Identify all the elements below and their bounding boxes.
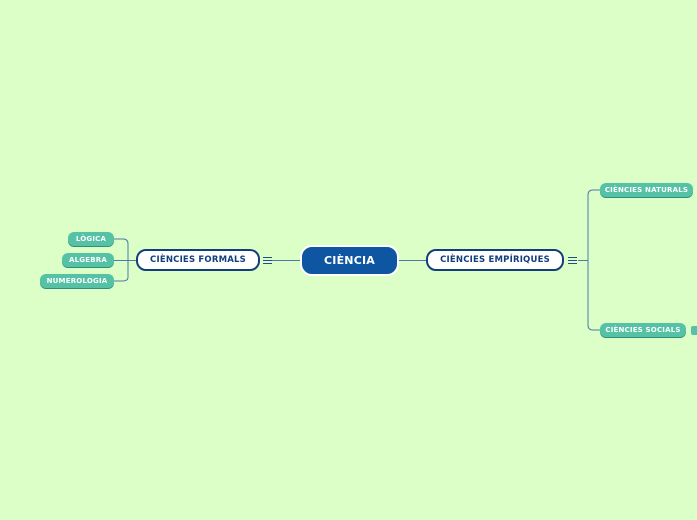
subtopic-label: CIÈNCIES SOCIALS: [605, 326, 681, 334]
topic-label: CIÈNCIES EMPÍRIQUES: [440, 255, 550, 265]
subtopic-ciencies-socials[interactable]: CIÈNCIES SOCIALS: [600, 323, 686, 337]
subtopic-label: ALGEBRA: [69, 256, 107, 264]
collapse-lines-icon[interactable]: [568, 256, 577, 265]
subtopic-ciencies-naturals[interactable]: CIÈNCIES NATURALS: [600, 183, 693, 197]
subtopic-algebra[interactable]: ALGEBRA: [62, 253, 114, 267]
subtopic-label: CIÈNCIES NATURALS: [604, 186, 689, 194]
subtopic-numerologia[interactable]: NUMEROLOGIA: [40, 274, 114, 288]
subtopic-label: LÒGICA: [75, 235, 107, 243]
link-formals-children: [114, 238, 136, 282]
offscreen-collapse-icon[interactable]: [691, 326, 697, 335]
topic-label: CIÈNCIES FORMALS: [150, 255, 246, 265]
central-topic[interactable]: CIÈNCIA: [300, 245, 399, 276]
link-empiriques-children: [578, 189, 600, 331]
subtopic-label: NUMEROLOGIA: [46, 277, 108, 285]
topic-ciencies-empiriques[interactable]: CIÈNCIES EMPÍRIQUES: [426, 249, 564, 271]
central-topic-label: CIÈNCIA: [324, 254, 375, 267]
subtopic-logica[interactable]: LÒGICA: [68, 232, 114, 246]
collapse-lines-icon[interactable]: [263, 256, 272, 265]
topic-ciencies-formals[interactable]: CIÈNCIES FORMALS: [136, 249, 260, 271]
